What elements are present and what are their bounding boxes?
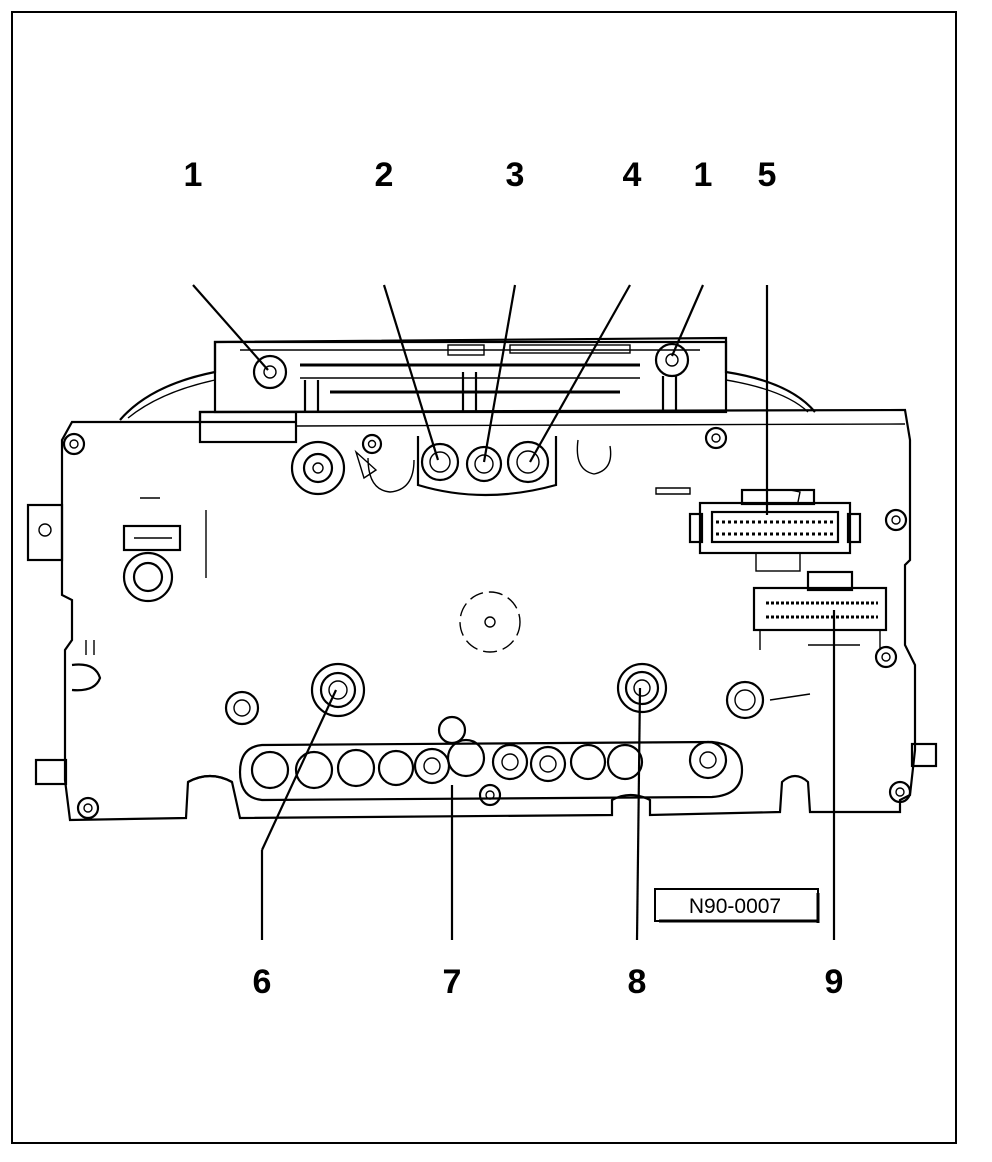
- diagram-frame: [11, 11, 957, 1144]
- reference-code: N90-0007: [689, 895, 781, 918]
- top-lamp-holders: [416, 436, 558, 497]
- callout-1-left: 1: [184, 156, 203, 194]
- callout-5: 5: [758, 156, 777, 194]
- callout-7: 7: [443, 963, 462, 1001]
- connector-9: [752, 570, 888, 650]
- callout-2: 2: [375, 156, 394, 194]
- callout-4: 4: [623, 156, 642, 194]
- callout-labels: 1 2 3 4 1 5 6 7 8 9: [184, 156, 844, 1001]
- plate-details: [71, 439, 811, 783]
- callout-1-right: 1: [694, 156, 713, 194]
- lamp-holder-6: [310, 662, 366, 718]
- bottom-lamp-strip: [238, 715, 744, 802]
- callout-6: 6: [253, 963, 272, 1001]
- main-housing: [26, 408, 938, 822]
- callout-9: 9: [825, 963, 844, 1001]
- upper-housing: [119, 336, 816, 421]
- leader-lines: [192, 284, 836, 941]
- callout-8: 8: [628, 963, 647, 1001]
- connector-5: [688, 488, 862, 572]
- reference-code-box: N90-0007: [654, 888, 820, 923]
- lamp-holder-8: [616, 662, 668, 714]
- callout-3: 3: [506, 156, 525, 194]
